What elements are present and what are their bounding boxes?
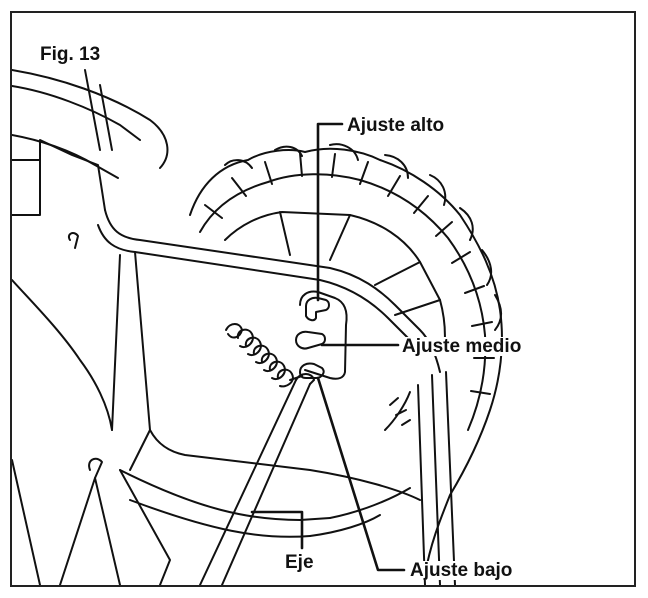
label-low-setting: Ajuste bajo [408,560,515,581]
label-medium-setting: Ajuste medio [400,336,524,357]
label-high-setting: Ajuste alto [345,115,447,136]
height-adjust-slots [295,296,330,379]
leader-lines [250,122,406,572]
grass-chute [12,69,456,585]
spring [225,323,303,388]
figure-title: Fig. 13 [40,44,101,65]
wheel [189,143,503,576]
axle-lever [12,232,411,585]
label-axle: Eje [283,552,316,573]
